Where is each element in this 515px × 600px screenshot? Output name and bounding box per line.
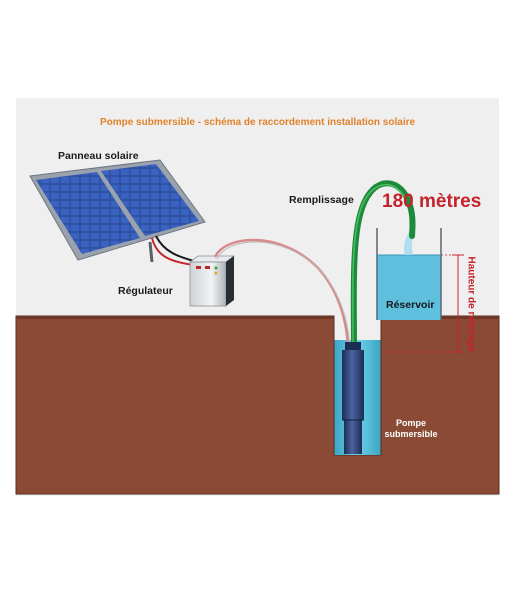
reservoir-water: [377, 255, 441, 320]
filling-label: Remplissage: [289, 194, 354, 206]
reservoir-wall: [376, 228, 442, 320]
lift-height-label: Hauteur de relevage: [465, 256, 477, 353]
submersible-pump: [342, 342, 364, 454]
ground-top-shade: [16, 316, 334, 319]
height-value-label: 180 mètres: [382, 191, 482, 212]
regulator-box: [188, 255, 236, 307]
solar-panel-label: Panneau solaire: [58, 150, 139, 162]
pump-label: Pompe submersible: [384, 418, 438, 439]
regulator-label: Régulateur: [118, 285, 173, 297]
delivery-pipe-highlight: [352, 184, 407, 346]
solar-panel: [29, 159, 206, 263]
pump-cable-outline: [216, 241, 351, 348]
reservoir-label: Réservoir: [386, 299, 435, 311]
diagram-title: Pompe submersible - schéma de raccordeme…: [99, 117, 416, 128]
ground: [15, 315, 500, 495]
